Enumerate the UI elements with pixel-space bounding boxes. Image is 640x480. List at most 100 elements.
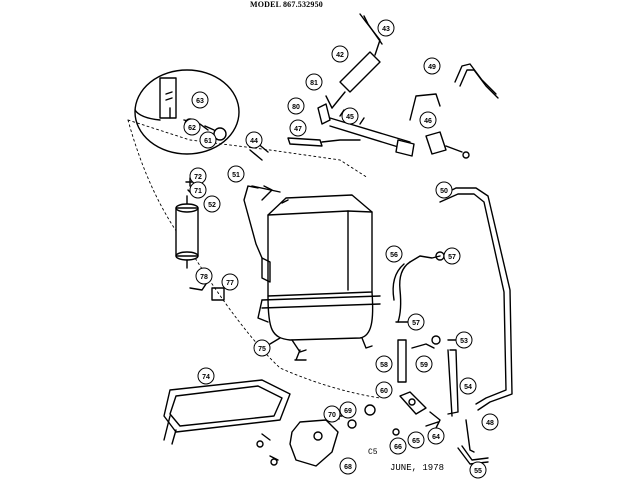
svg-text:50: 50: [440, 188, 448, 195]
svg-text:55: 55: [474, 468, 482, 475]
callout-80: 80: [287, 97, 305, 115]
callout-52: 52: [203, 195, 221, 213]
svg-text:64: 64: [432, 434, 440, 441]
svg-text:57: 57: [412, 320, 420, 327]
callout-78: 78: [195, 267, 213, 285]
svg-text:44: 44: [250, 138, 258, 145]
callout-62: 62: [183, 118, 201, 136]
part-42-43: [331, 13, 383, 109]
svg-text:53: 53: [460, 338, 468, 345]
part-65: [364, 404, 376, 416]
callout-42: 42: [331, 45, 349, 63]
svg-text:42: 42: [336, 52, 344, 59]
svg-text:59: 59: [420, 362, 428, 369]
callout-49: 49: [423, 57, 441, 75]
callout-43: 43: [377, 19, 395, 37]
svg-text:47: 47: [294, 126, 302, 133]
part-55: [457, 445, 489, 465]
part-74: [163, 379, 291, 445]
svg-text:66: 66: [394, 444, 402, 451]
compressor: [257, 194, 381, 361]
part-47: [287, 137, 323, 147]
revision-date: JUNE, 1978: [390, 463, 445, 473]
svg-text:71: 71: [194, 188, 202, 195]
part-49: [454, 63, 499, 99]
part-54: [447, 349, 459, 415]
callout-77: 77: [221, 273, 239, 291]
svg-text:58: 58: [380, 362, 388, 369]
part-58: [397, 339, 407, 383]
callout-65: 65: [407, 431, 425, 449]
part-64: [425, 411, 441, 429]
part-51: [243, 185, 263, 259]
svg-text:45: 45: [346, 114, 354, 121]
svg-text:75: 75: [258, 346, 266, 353]
svg-text:57: 57: [448, 254, 456, 261]
callout-47: 47: [289, 119, 307, 137]
inset-leader-2: [127, 119, 369, 179]
callout-75: 75: [253, 339, 271, 357]
callout-60: 60: [375, 381, 393, 399]
callout-44: 44: [245, 131, 263, 149]
callout-51: 51: [227, 165, 245, 183]
callout-57b: 57: [407, 313, 425, 331]
callout-63: 63: [191, 91, 209, 109]
callout-64: 64: [427, 427, 445, 445]
callout-61: 61: [199, 131, 217, 149]
callout-48: 48: [481, 413, 499, 431]
svg-text:72: 72: [194, 174, 202, 181]
model-title: MODEL 867.532950: [250, 0, 323, 9]
svg-text:63: 63: [196, 98, 204, 105]
detail-inset: [134, 69, 240, 155]
callouts: 43 42 49 81 80 45 46 47 44 63 62 61 51 7…: [183, 19, 499, 479]
callout-53: 53: [455, 331, 473, 349]
part-52: [175, 195, 199, 269]
callout-45: 45: [341, 107, 359, 125]
callout-54: 54: [459, 377, 477, 395]
callout-66: 66: [389, 437, 407, 455]
part-80-81: [317, 95, 333, 125]
svg-text:77: 77: [226, 280, 234, 287]
callout-69: 69: [339, 401, 357, 419]
svg-text:80: 80: [292, 104, 300, 111]
part-69: [347, 419, 357, 429]
callout-59: 59: [415, 355, 433, 373]
callout-81: 81: [305, 73, 323, 91]
callout-55: 55: [469, 461, 487, 479]
callout-50: 50: [435, 181, 453, 199]
svg-text:68: 68: [344, 464, 352, 471]
part-77: [211, 287, 225, 301]
part-45: [329, 109, 415, 157]
svg-text:81: 81: [310, 80, 318, 87]
part-75-leader: [269, 337, 281, 345]
inset-leader: [127, 119, 381, 399]
svg-text:48: 48: [486, 420, 494, 427]
lead-to-45: [321, 139, 361, 143]
svg-text:56: 56: [390, 252, 398, 259]
svg-text:62: 62: [188, 125, 196, 132]
section-code: C5: [368, 448, 378, 457]
callout-58: 58: [375, 355, 393, 373]
part-59: [411, 343, 435, 349]
svg-text:70: 70: [328, 412, 336, 419]
svg-text:51: 51: [232, 172, 240, 179]
svg-text:65: 65: [412, 438, 420, 445]
svg-text:43: 43: [382, 26, 390, 33]
svg-text:54: 54: [464, 384, 472, 391]
part-68: [289, 419, 339, 467]
svg-text:69: 69: [344, 408, 352, 415]
part-66: [392, 428, 400, 436]
svg-text:74: 74: [202, 374, 210, 381]
callout-68: 68: [339, 457, 357, 475]
part-56-57: [392, 251, 445, 323]
svg-text:46: 46: [424, 118, 432, 125]
svg-text:52: 52: [208, 202, 216, 209]
callout-71: 71: [189, 181, 207, 199]
part-60: [399, 391, 427, 415]
svg-text:61: 61: [204, 138, 212, 145]
callout-70: 70: [323, 405, 341, 423]
callout-74: 74: [197, 367, 215, 385]
callout-57: 57: [443, 247, 461, 265]
part-50: [439, 187, 513, 411]
